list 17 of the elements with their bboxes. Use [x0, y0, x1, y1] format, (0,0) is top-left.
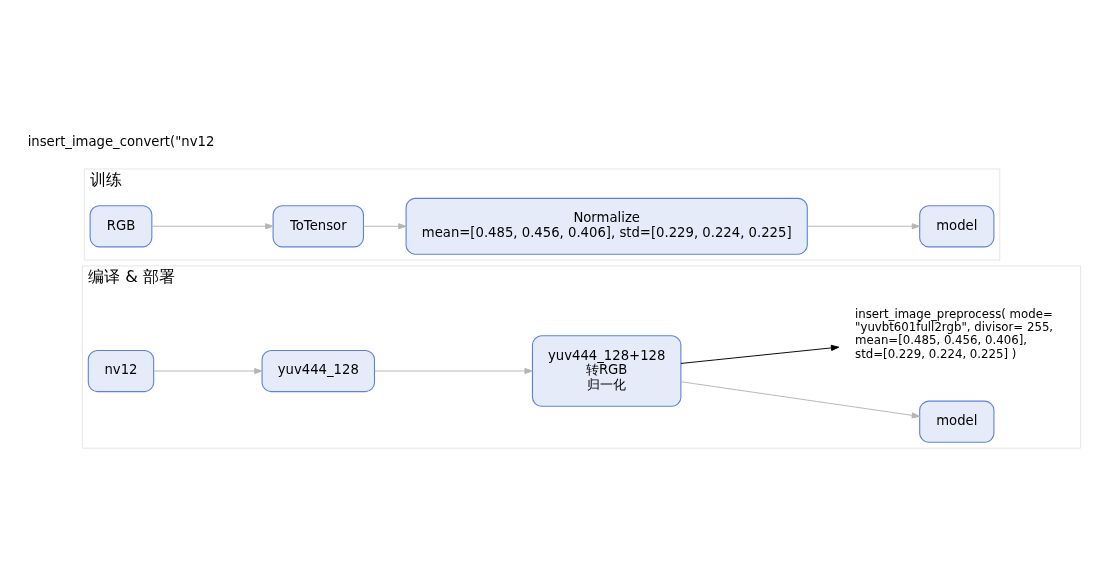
arrow: [806, 222, 921, 229]
arrow: [363, 222, 407, 229]
node-text: insert_image_preprocess( mode= "yuvbt601full2rgb", divisor= 255, mean=[0.485, 0.456, 0.406], std=[0.229, 0.224, 0.225] ): [855, 306, 1054, 361]
node-box: yuv444_128: [261, 349, 376, 392]
label: insert_image_convert("nv12: [27, 133, 215, 149]
arrow: [374, 367, 533, 374]
node-box: model: [919, 400, 995, 443]
arrow: [153, 367, 263, 374]
node-box: RGB: [89, 204, 153, 247]
arrow: [151, 222, 274, 229]
node-box: Normalize mean=[0.485, 0.456, 0.406], std=[0.229, 0.224, 0.225]: [405, 197, 808, 255]
node-box: ToTensor: [272, 204, 365, 247]
node-box: nv12: [87, 349, 155, 392]
node-box: model: [919, 204, 995, 247]
node-box: yuv444_128+128 转RGB 归一化: [531, 334, 682, 407]
arrow: [680, 344, 840, 364]
arrow: [680, 380, 921, 418]
